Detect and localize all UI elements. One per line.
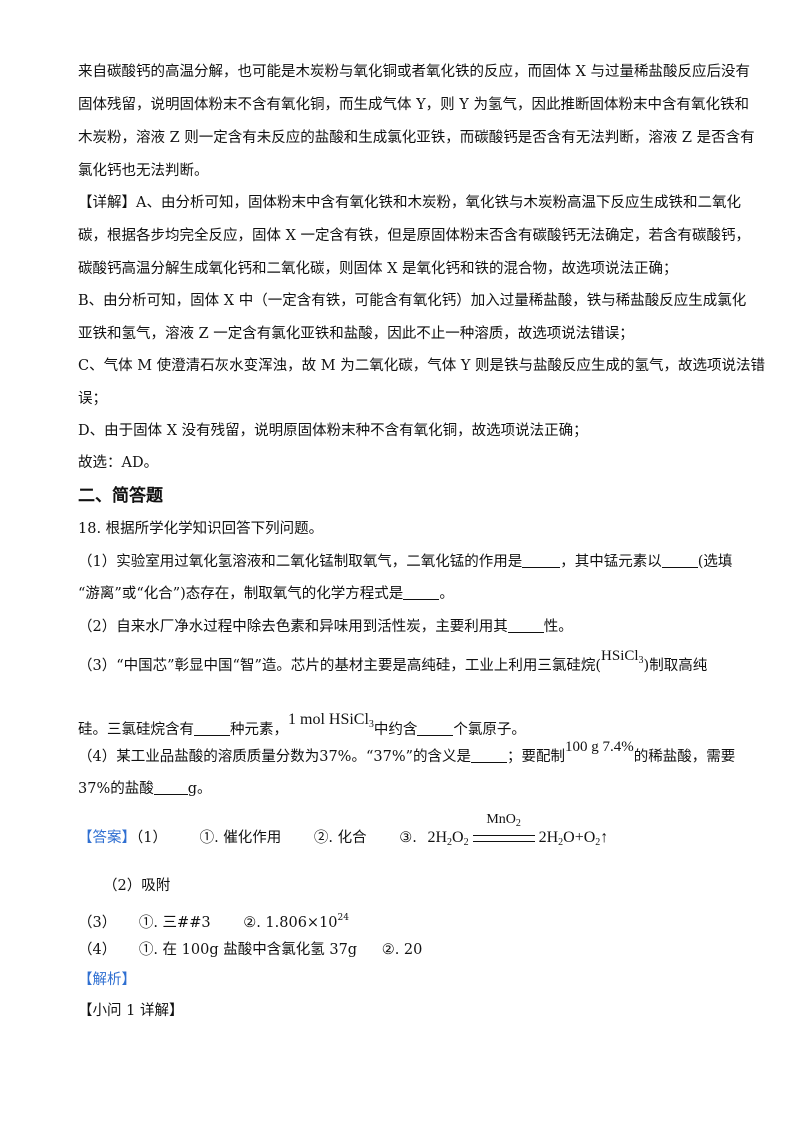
detail-line-8: D、由于固体 X 没有残留，说明原固体粉末种不含有氧化铜，故选项说法正确； — [78, 423, 588, 439]
answer-blank — [471, 748, 508, 763]
analysis-line-1: 来自碳酸钙的高温分解，也可能是木炭粉与氧化铜或者氧化铁的反应，而固体 X 与过量… — [78, 64, 751, 80]
answer-blank — [194, 721, 230, 736]
detail-label: 【详解】 — [78, 195, 136, 211]
detail-line-7: 误； — [78, 391, 107, 407]
analysis-label: 【解析】 — [78, 972, 136, 988]
subquestion-label: 【小问 1 详解】 — [78, 1003, 184, 1019]
detail-line-3: 碳酸钙高温分解生成氧化钙和二氧化碳，则固体 X 是氧化钙和铁的混合物，故选项说法… — [78, 261, 678, 277]
detail-line-1: 【详解】A、由分析可知，固体粉末中含有氧化铁和木炭粉，氧化铁与木炭粉高温下反应生… — [78, 195, 741, 211]
formula-100g: 100 g 7.4% — [565, 739, 634, 755]
answer-blank — [417, 721, 454, 736]
equals-bar — [472, 835, 535, 843]
formula-1mol-hsicl3: 1 mol HSiCl3 — [288, 711, 374, 730]
answer-blank — [153, 780, 188, 795]
question-stem: 18. 根据所学化学知识回答下列问题。 — [78, 521, 324, 537]
question-part-1-line-1: （1）实验室用过氧化氢溶液和二氧化锰制取氧气，二氧化锰的作用是，其中锰元素以(选… — [78, 553, 733, 570]
detail-line-5: 亚铁和氢气，溶液 Z 一定含有氯化亚铁和盐酸，因此不止一种溶质，故选项说法错误； — [78, 326, 634, 342]
reaction-condition: MnO2 — [472, 812, 535, 848]
answer-blank — [522, 553, 561, 568]
analysis-line-3: 木炭粉，溶液 Z 则一定含有未反应的盐酸和生成氯化亚铁，而碳酸钙是否含有无法判断… — [78, 130, 755, 146]
question-part-3-line-2: 硅。三氯硅烷含有种元素，1 mol HSiCl3中约含个氯原子。 — [78, 711, 526, 738]
answer-line-4: （4） ①. 在 100g 盐酸中含氯化氢 37g ②. 20 — [78, 942, 423, 958]
answer-line-3: （3） ①. 三##3 ②. 1.806×1024 — [78, 913, 349, 931]
answer-blank — [507, 618, 544, 633]
gas-up-arrow-icon: ↑ — [600, 829, 609, 846]
analysis-line-4: 氯化钙也无法判断。 — [78, 163, 209, 179]
question-part-4-line-1: （4）某工业品盐酸的溶质质量分数为37%。“37%”的含义是；要配制100 g … — [78, 739, 736, 765]
question-part-1-line-2: “游离”或“化合”)态存在，制取氧气的化学方程式是。 — [78, 585, 454, 602]
answer-label: 【答案】 — [78, 830, 136, 846]
analysis-line-2: 固体残留，说明固体粉末不含有氧化铜，而生成气体 Y，则 Y 为氢气，因此推断固体… — [78, 97, 749, 113]
answer-line-2: （2）吸附 — [103, 878, 171, 894]
question-part-3-line-1: （3）“中国芯”彰显中国“智”造。芯片的基材主要是高纯硅，工业上利用三氯硅烷(H… — [78, 648, 708, 674]
detail-line-4: B、由分析可知，固体 X 中（一定含有铁，可能含有氧化钙）加入过量稀盐酸，铁与稀… — [78, 293, 747, 309]
answer-blank — [661, 553, 698, 568]
section-title: 二、简答题 — [78, 486, 163, 506]
detail-line-2: 碳，根据各步均完全反应，固体 X 一定含有铁，但是原固体粉末否含有碳酸钙无法确定… — [78, 228, 751, 244]
detail-line-6: C、气体 M 使澄清石灰水变浑浊，故 M 为二氧化碳，气体 Y 则是铁与盐酸反应… — [78, 358, 766, 374]
formula-hsicl3: HSiCl3 — [601, 648, 644, 666]
answer-blank — [403, 585, 440, 600]
question-part-2: （2）自来水厂净水过程中除去色素和异味用到活性炭，主要利用其性。 — [78, 618, 573, 635]
detail-line-9: 故选：AD。 — [78, 455, 159, 471]
